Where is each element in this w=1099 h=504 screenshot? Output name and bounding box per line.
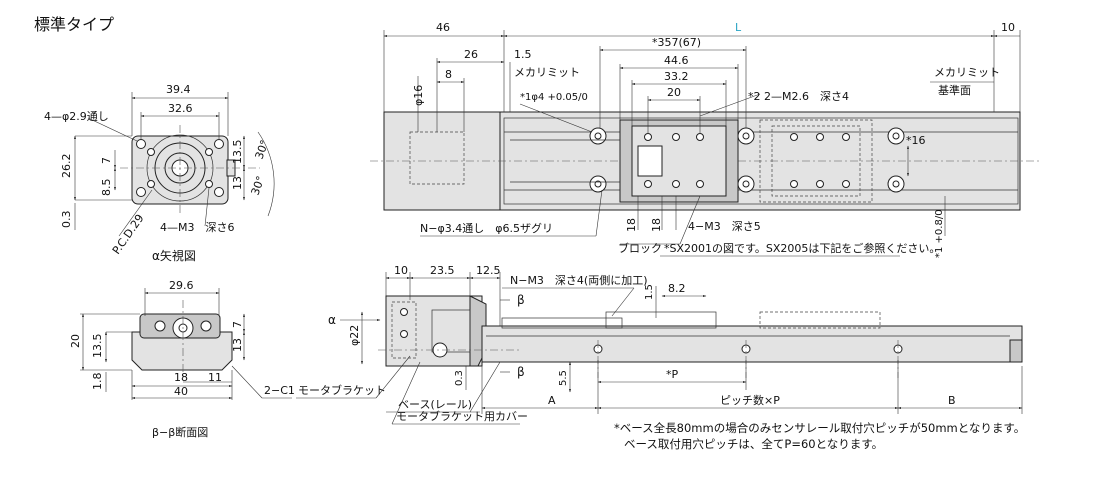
pitch-label: ピッチ数×P: [720, 394, 780, 407]
alpha-arrow-label: α: [328, 313, 336, 327]
phi4-tolerance: *1φ4 +0.05/0: [520, 92, 588, 103]
dim-20-top: 20: [667, 86, 681, 99]
m2-6-label: *2 2—M2.6 深さ4: [748, 90, 849, 103]
m3-depth5-label: 4−M3 深さ5: [688, 220, 761, 233]
tapped-hole: [147, 148, 155, 156]
dim-10: 10: [1001, 21, 1015, 34]
mech-limit-right: メカリミット: [934, 66, 1000, 79]
front-view: 39.4 32.6 4—φ2.9通し 26.2 8.5 7 0.3 13.5 1…: [44, 83, 275, 263]
dim-phi16: φ16: [412, 85, 425, 106]
mech-limit-left: メカリミット: [514, 66, 580, 79]
top-view: 46 L 10 26 8 φ16 1.5 メカリミット *1φ4 +0.05/0…: [370, 21, 1040, 258]
dim-0-3: 0.3: [60, 211, 73, 229]
angle-30-b: 30°: [249, 174, 268, 197]
side-view: 10 23.5 12.5 N−M3 深さ4(両側に加工) 1.5 8.2 α β…: [296, 264, 1023, 425]
beta-bottom: β: [517, 365, 525, 379]
motor-bracket: [385, 295, 483, 367]
dim-12-5: 12.5: [476, 264, 501, 277]
angle-30-a: 30°: [253, 138, 272, 161]
dim-40: 40: [174, 385, 188, 398]
dim-20: 20: [69, 334, 82, 348]
base-rail-label: ベース(レール): [398, 398, 472, 411]
holes-through-label: 4—φ2.9通し: [44, 110, 109, 123]
dim-11: 11: [208, 371, 222, 384]
dim-26-2: 26.2: [60, 154, 73, 179]
dim-13b: 13: [231, 338, 244, 352]
dim-A: A: [548, 394, 556, 407]
dim-star-P: *P: [666, 368, 679, 381]
dim-32-6: 32.6: [168, 102, 193, 115]
dim-18: 18: [174, 371, 188, 384]
dim-18a: 18: [625, 218, 638, 232]
dim-8: 8: [445, 68, 452, 81]
through-hole: [136, 187, 146, 197]
dim-10-side: 10: [394, 264, 408, 277]
through-hole: [136, 139, 146, 149]
dim-L: L: [735, 21, 742, 34]
base-rail-side: [481, 325, 1023, 363]
rail-section: [131, 331, 233, 371]
dim-26: 26: [464, 48, 478, 61]
dim-57: *357(67): [652, 36, 701, 49]
motor-bracket-label: モータブラケット: [298, 383, 386, 397]
section-view-caption: β−β断面図: [152, 425, 208, 439]
dim-23-5: 23.5: [430, 264, 455, 277]
dim-7b: 7: [231, 321, 244, 328]
through-hole: [214, 139, 224, 149]
dim-1-5: 1.5: [514, 48, 532, 61]
tapped-hole: [147, 180, 155, 188]
dim-46: 46: [436, 21, 450, 34]
dim-1-5-side: 1.5: [644, 284, 655, 300]
sx-note: *SX2001の図です。SX2005は下記をご参照ください。: [664, 241, 940, 255]
footnote-2: ベース取付用穴ピッチは、全てP=60となります。: [624, 437, 883, 451]
tap-note: N−M3 深さ4(両側に加工): [510, 274, 648, 287]
tapped-hole: [205, 148, 213, 156]
footnote-1: *ベース全長80mmの場合のみセンサレール取付穴ピッチが50mmとなります。: [614, 421, 1025, 435]
through-hole: [214, 187, 224, 197]
dim-13-5: 13.5: [231, 140, 244, 165]
dim-18b: 18: [650, 218, 663, 232]
through-holes-label: N−φ3.4通し φ6.5ザグリ: [420, 221, 553, 235]
dim-13: 13: [231, 176, 244, 190]
dim-7: 7: [100, 157, 113, 164]
beta-top: β: [517, 293, 525, 307]
dim-13-5b: 13.5: [91, 334, 104, 359]
dim-5-5: 5.5: [558, 370, 569, 386]
dim-33-2: 33.2: [664, 70, 689, 83]
cover-label: モータブラケット用カバー: [396, 409, 528, 423]
dim-8-5: 8.5: [100, 179, 113, 197]
dim-0-3-side: 0.3: [454, 370, 465, 386]
reference-face: 基準面: [938, 83, 971, 97]
dim-29-6: 29.6: [169, 279, 194, 292]
dim-1-tol: *1 +0.8/0: [934, 209, 945, 258]
page-title: 標準タイプ: [34, 15, 114, 34]
tap-m3-label: 4—M3 深さ6: [160, 221, 235, 234]
front-view-caption: α矢視図: [152, 248, 196, 263]
section-view: 29.6 20 13.5 1.8 18 11 40 7 13 2−C1 β−β断…: [69, 279, 295, 439]
dim-B: B: [948, 394, 956, 407]
dim-6: *16: [906, 134, 926, 147]
dim-1-8: 1.8: [91, 373, 104, 391]
tapped-hole: [205, 180, 213, 188]
dim-8-2: 8.2: [668, 282, 686, 295]
dim-44-6: 44.6: [664, 54, 689, 67]
dim-39-4: 39.4: [166, 83, 191, 96]
chamfer-label: 2−C1: [264, 384, 295, 397]
block-label: ブロック: [618, 241, 662, 255]
pcd-label: P.C.D.29: [110, 212, 147, 257]
dim-phi22: φ22: [348, 325, 361, 346]
